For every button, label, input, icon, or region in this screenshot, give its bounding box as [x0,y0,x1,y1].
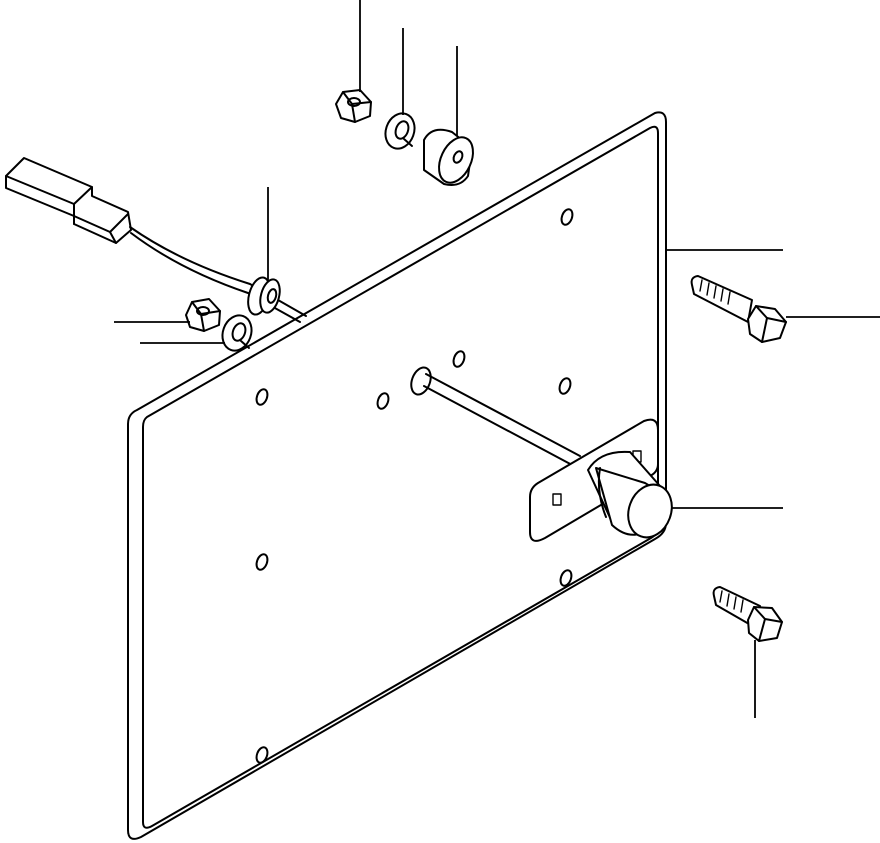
spacer-collar [423,128,474,186]
switch-assembly [423,373,673,542]
grommet [247,276,281,316]
lock-washer [384,112,416,150]
hex-bolt [690,275,787,343]
plate-holes [255,208,574,764]
hex-nut [335,89,372,123]
leader-lines [114,0,880,718]
mounting-plate [127,111,667,840]
harness-wire [129,226,307,323]
hex-nut [185,298,221,332]
electrical-connector [5,157,132,244]
lock-washer [221,314,253,352]
hex-bolt [712,586,783,642]
